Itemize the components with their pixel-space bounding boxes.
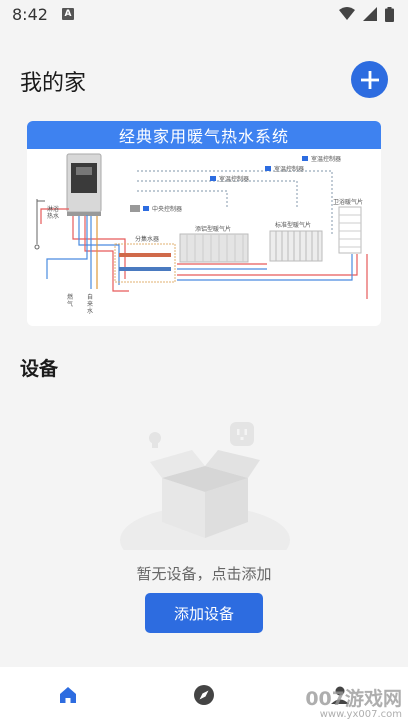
empty-state-text: 暂无设备，点击添加 bbox=[136, 565, 272, 583]
central-controller-icon bbox=[130, 205, 140, 212]
heating-diagram: 中央控制器 室温控制器 室温控制器 室温控制器 分集水器 添铝型暖气片 标准型暖… bbox=[34, 153, 368, 315]
label-room-ctrl-1: 室温控制器 bbox=[219, 175, 249, 183]
watermark-url: www.yx007.com bbox=[319, 709, 402, 720]
socket-icon bbox=[230, 422, 254, 446]
label-shower: 淋浴热水 bbox=[47, 205, 59, 220]
battery-icon bbox=[385, 6, 394, 22]
banner-title: 经典家用暖气热水系统 bbox=[27, 121, 381, 149]
status-icons bbox=[339, 6, 394, 22]
status-bar: 8:42 A bbox=[0, 0, 408, 28]
status-time: 8:42 bbox=[12, 4, 48, 24]
banner[interactable]: 经典家用暖气热水系统 bbox=[27, 121, 381, 326]
watermark: 007游戏网 www.yx007.com bbox=[305, 688, 402, 723]
boiler-icon bbox=[66, 153, 102, 216]
wifi-icon bbox=[339, 7, 355, 20]
label-tap-water: 自来水 bbox=[87, 293, 93, 315]
label-room-ctrl-2: 室温控制器 bbox=[274, 165, 304, 173]
signal-icon bbox=[363, 7, 377, 21]
label-radiator-b: 标准型暖气片 bbox=[275, 221, 311, 229]
home-icon bbox=[60, 687, 76, 703]
nav-home[interactable] bbox=[56, 683, 80, 707]
bulb-icon bbox=[149, 432, 161, 448]
radiator-b-icon bbox=[269, 230, 323, 262]
shower-icon bbox=[34, 199, 45, 250]
nav-profile[interactable] bbox=[328, 683, 352, 707]
label-radiator-a: 添铝型暖气片 bbox=[195, 225, 231, 233]
user-icon bbox=[331, 686, 349, 704]
compass-icon bbox=[194, 685, 214, 705]
label-central-controller: 中央控制器 bbox=[152, 205, 182, 213]
label-room-ctrl-3: 室温控制器 bbox=[311, 155, 341, 163]
devices-section-title: 设备 bbox=[20, 358, 59, 380]
empty-box-icon bbox=[120, 422, 290, 550]
bottom-nav: 007游戏网 www.yx007.com bbox=[0, 667, 408, 725]
add-home-button[interactable] bbox=[351, 61, 388, 98]
radiator-a-icon bbox=[179, 233, 249, 263]
label-manifold: 分集水器 bbox=[135, 235, 159, 243]
plus-icon bbox=[360, 70, 379, 89]
notification-icon: A bbox=[61, 8, 74, 20]
label-bath-radiator: 卫浴暖气片 bbox=[333, 198, 363, 206]
watermark-brand: 007游戏网 bbox=[305, 688, 402, 710]
label-gas: 燃气 bbox=[67, 293, 73, 308]
manifold-icon bbox=[114, 243, 176, 283]
page-title: 我的家 bbox=[20, 71, 87, 96]
add-device-button[interactable]: 添加设备 bbox=[145, 593, 263, 633]
nav-discover[interactable] bbox=[192, 683, 216, 707]
bath-radiator-icon bbox=[338, 206, 362, 254]
